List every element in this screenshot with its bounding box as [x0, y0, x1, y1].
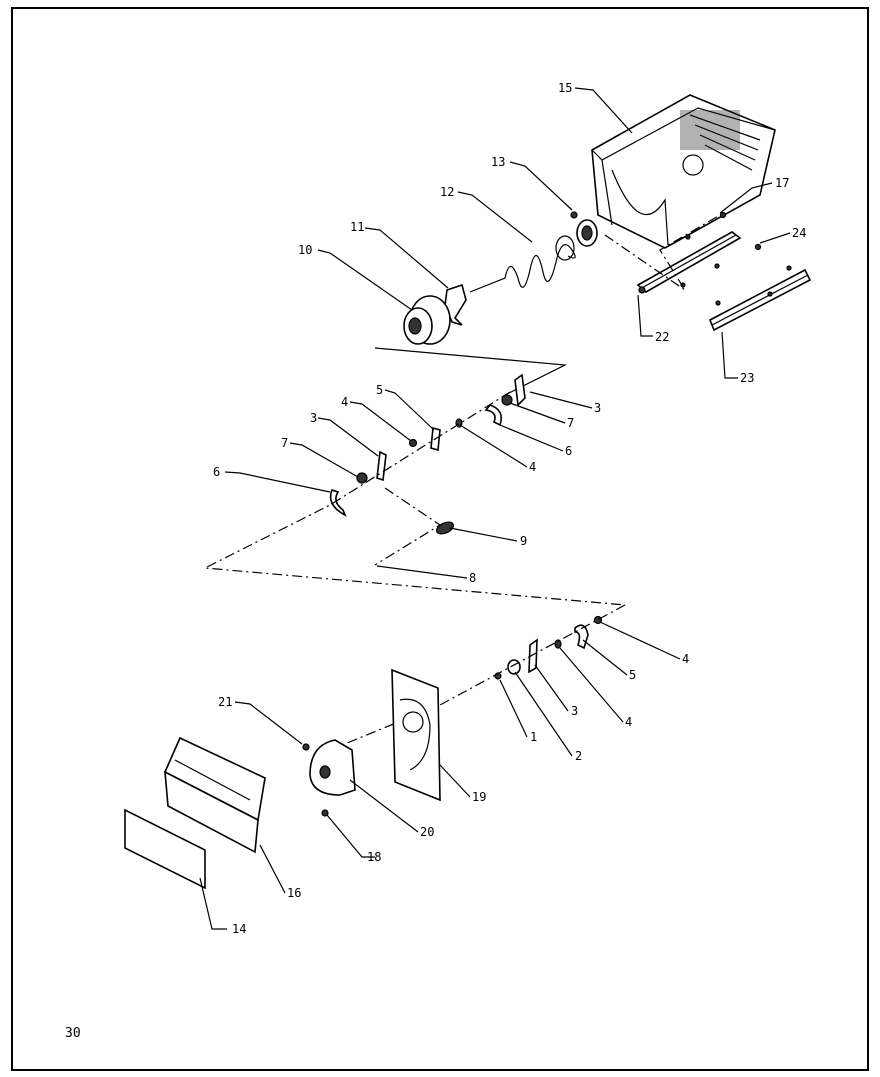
- mounting-plate-19: [391, 668, 441, 802]
- callout-24: 24: [792, 226, 806, 240]
- callout-4-upper: 4: [341, 395, 348, 409]
- callout-12: 12: [440, 185, 454, 199]
- leader-lines: [199, 87, 791, 930]
- callout-4-right: 4: [529, 460, 536, 474]
- bracket-line-upper: [374, 347, 568, 396]
- callout-5-lower: 5: [629, 668, 636, 682]
- trim-block-16: [163, 736, 266, 854]
- middle-parts: [329, 373, 526, 535]
- callout-18: 18: [367, 850, 381, 864]
- callout-11: 11: [350, 220, 364, 234]
- callout-1: 1: [530, 730, 537, 744]
- front-panel-14: [124, 808, 206, 890]
- callout-7-upper: 7: [281, 436, 288, 450]
- axis-line-branch: [374, 487, 442, 566]
- callout-20: 20: [420, 825, 434, 839]
- callout-23: 23: [740, 371, 754, 385]
- callout-22: 22: [655, 330, 669, 344]
- callout-3-right: 3: [594, 401, 601, 415]
- callout-19: 19: [472, 790, 486, 804]
- callout-7-right: 7: [567, 416, 574, 430]
- callout-10: 10: [298, 243, 312, 257]
- callout-17: 17: [775, 176, 789, 190]
- rail-23: [708, 268, 812, 332]
- callout-13: 13: [491, 155, 505, 169]
- callout-6-right: 6: [565, 444, 572, 458]
- bushing-13: [570, 211, 598, 247]
- auger-spring-12: [469, 244, 576, 293]
- callout-labels: 15 13 12 17 11 10 24 22 23 5 4 3 7 6 3 7…: [213, 81, 806, 936]
- callout-14: 14: [232, 922, 246, 936]
- housing-20: [302, 739, 356, 817]
- auger-wheel-10: [403, 295, 451, 345]
- spring-ring: [555, 235, 575, 261]
- callout-2: 2: [575, 749, 582, 763]
- axis-line-upper: [604, 214, 721, 291]
- page-border: [11, 7, 869, 1071]
- callout-6-upper: 6: [213, 465, 220, 479]
- rail-22: [636, 231, 742, 294]
- axis-line-middle: [202, 391, 626, 606]
- callout-5-upper: 5: [376, 383, 383, 397]
- callout-9: 9: [520, 534, 527, 548]
- callout-15: 15: [558, 81, 572, 95]
- ice-bucket-15: [591, 94, 776, 249]
- callout-3-lower: 3: [571, 704, 578, 718]
- axis-line-lower: [329, 604, 626, 751]
- callout-4-bottom: 4: [625, 715, 632, 729]
- callout-4-lower: 4: [682, 652, 689, 666]
- callout-3-upper: 3: [310, 411, 317, 425]
- page-number: 30: [65, 1026, 81, 1041]
- callout-16: 16: [287, 886, 301, 900]
- callout-8: 8: [469, 571, 476, 585]
- callout-21: 21: [218, 695, 232, 709]
